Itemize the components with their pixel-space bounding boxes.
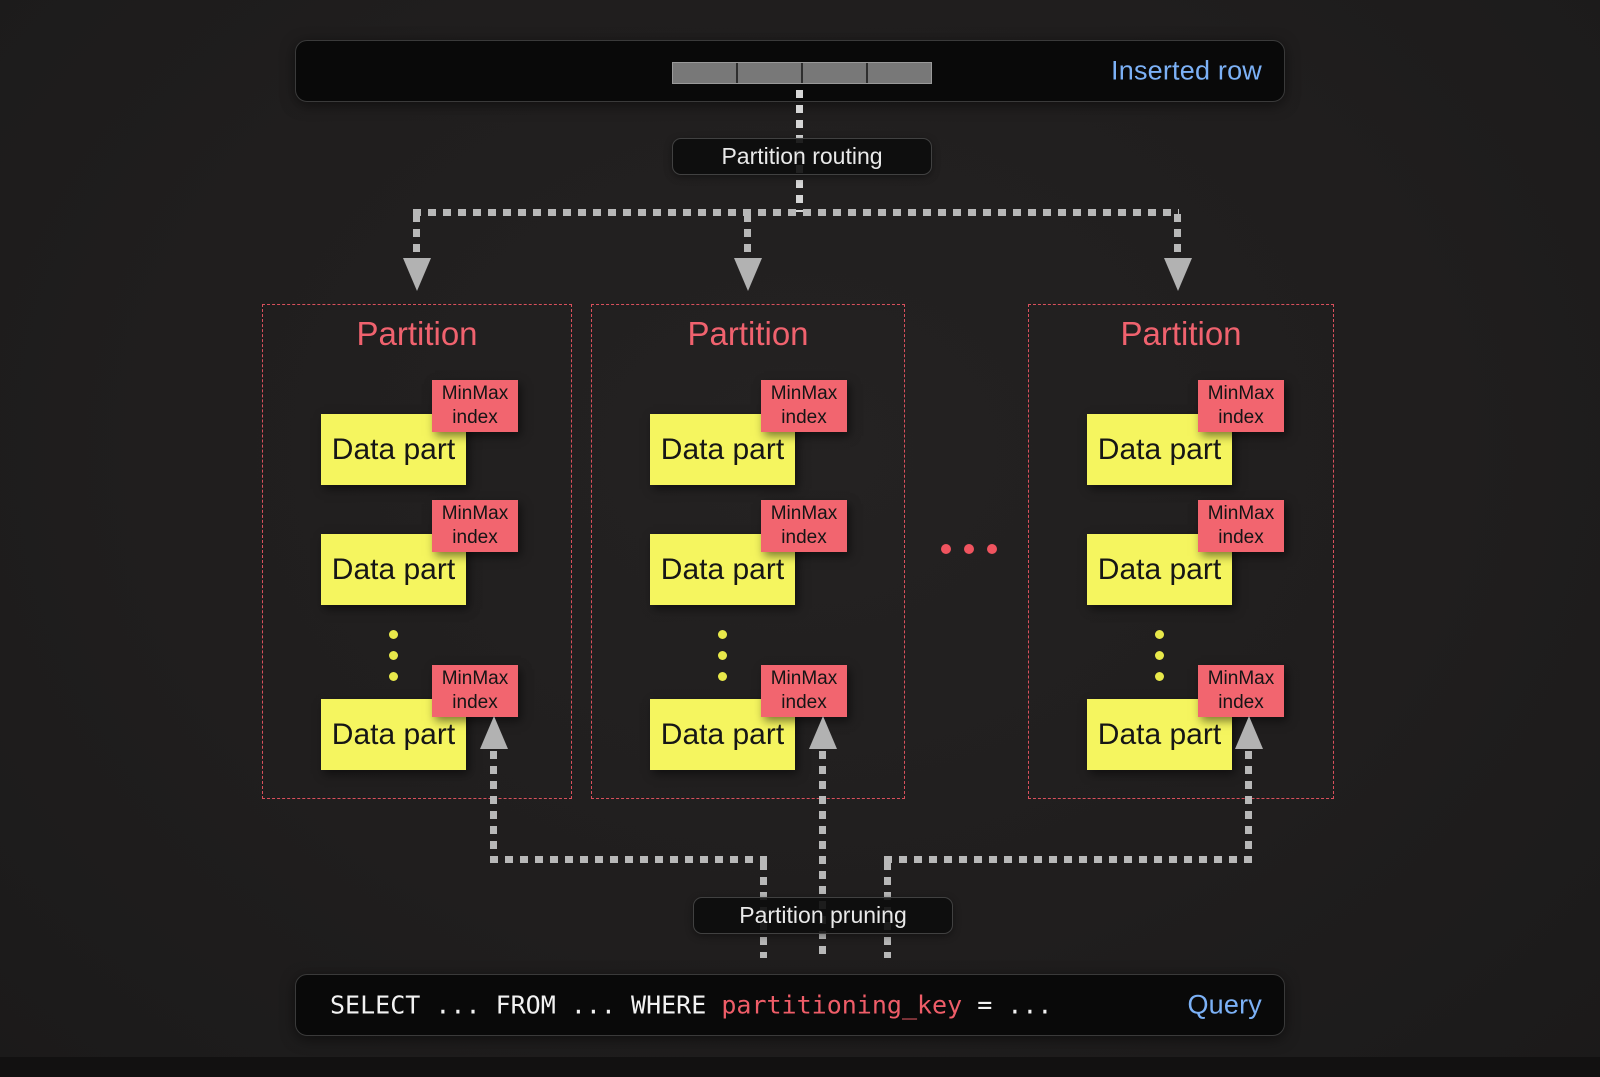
arrowhead-up-middle-icon [809, 716, 837, 749]
row-cell [673, 63, 736, 83]
row-cell [803, 63, 866, 83]
partition-title: Partition [687, 315, 809, 352]
query-bar: SELECT ... FROM ... WHERE partitioning_k… [295, 974, 1285, 1036]
minmax-index-badge: MinMax index [1198, 500, 1284, 552]
partition-box: Partition MinMax index Data part MinMax … [1028, 304, 1334, 799]
arrowhead-down-left-icon [403, 258, 431, 291]
inserted-row-label: Inserted row [1111, 55, 1262, 86]
pruning-line-left-vertical [490, 751, 497, 860]
row-cells-strip [672, 62, 932, 84]
minmax-index-badge: MinMax index [761, 665, 847, 717]
minmax-index-badge: MinMax index [1198, 380, 1284, 432]
drop-line-left [413, 214, 420, 258]
partitioning-key-token: partitioning_key [721, 990, 963, 1020]
more-parts-ellipsis [389, 630, 398, 693]
query-token: SELECT ... FROM ... WHERE [330, 990, 722, 1020]
query-token: = ... [962, 990, 1053, 1020]
partitions-ellipsis [941, 544, 997, 554]
drop-line-right [1174, 214, 1181, 258]
row-cell [868, 63, 931, 83]
partition-box: Partition MinMax index Data part MinMax … [262, 304, 572, 799]
minmax-index-badge: MinMax index [761, 500, 847, 552]
pruning-line-left-horizontal [490, 856, 767, 863]
query-label: Query [1187, 989, 1262, 1020]
data-part-box: Data part [1087, 414, 1232, 485]
distributor-line [413, 209, 1179, 216]
more-parts-ellipsis [718, 630, 727, 693]
query-code: SELECT ... FROM ... WHERE partitioning_k… [330, 991, 1052, 1020]
partition-routing-label: Partition routing [672, 138, 932, 175]
minmax-index-badge: MinMax index [1198, 665, 1284, 717]
pruning-line-middle [819, 751, 826, 958]
minmax-index-badge: MinMax index [432, 500, 518, 552]
partition-box: Partition MinMax index Data part MinMax … [591, 304, 905, 799]
minmax-index-badge: MinMax index [432, 665, 518, 717]
bottom-strip [0, 1057, 1600, 1077]
arrowhead-down-middle-icon [734, 258, 762, 291]
arrowhead-up-right-icon [1235, 716, 1263, 749]
minmax-index-badge: MinMax index [432, 380, 518, 432]
drop-line-middle [744, 214, 751, 258]
row-cell [738, 63, 801, 83]
minmax-index-badge: MinMax index [761, 380, 847, 432]
data-part-box: Data part [321, 699, 466, 770]
inserted-row-bar: Inserted row [295, 40, 1285, 102]
more-parts-ellipsis [1155, 630, 1164, 693]
arrowhead-up-left-icon [480, 716, 508, 749]
partition-title: Partition [356, 315, 478, 352]
partition-title: Partition [1120, 315, 1242, 352]
partition-pruning-label: Partition pruning [693, 897, 953, 934]
pruning-line-right-horizontal [884, 856, 1253, 863]
arrowhead-down-right-icon [1164, 258, 1192, 291]
pruning-line-right-vertical [1245, 751, 1252, 860]
